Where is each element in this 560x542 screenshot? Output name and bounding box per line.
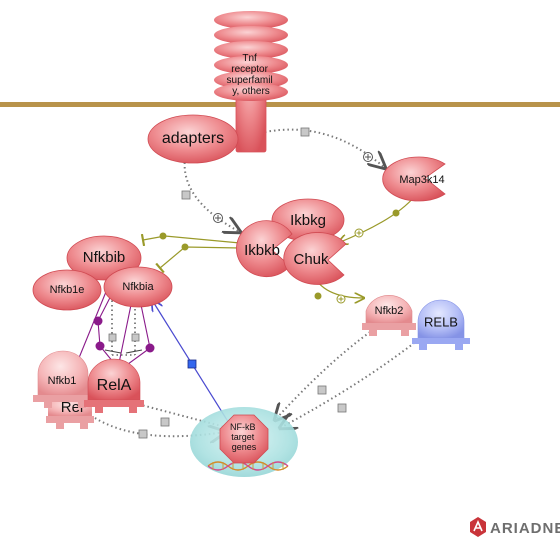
edge-node-square[interactable]	[181, 190, 191, 200]
adapters-label: adapters	[162, 130, 224, 147]
edge-node-dot[interactable]	[95, 341, 105, 351]
rel-label: Rel	[61, 399, 84, 416]
rela-label: RelA	[97, 377, 132, 394]
node-nfkbia[interactable]: Nfkbia	[103, 266, 173, 308]
node-nfkb1[interactable]: Nfkb1	[33, 350, 93, 408]
map3k14-label: Map3k14	[399, 174, 444, 186]
edge-node-dot[interactable]	[145, 343, 155, 353]
relb-label: RELB	[424, 314, 458, 329]
target-label-line: genes	[232, 442, 257, 452]
node-map3k14[interactable]: Map3k14	[382, 156, 446, 202]
ariadne-logo-icon	[470, 517, 486, 537]
edge-node-square[interactable]	[108, 333, 117, 342]
complex-bracket	[104, 349, 143, 354]
edge-node-dot[interactable]	[314, 292, 322, 300]
nfkbia-label: Nfkbia	[122, 281, 154, 293]
target-label-line: target	[231, 432, 255, 442]
node-rela[interactable]: RelA	[84, 358, 144, 413]
node-nfkb1e[interactable]: Nfkb1e	[32, 269, 102, 311]
node-adapters[interactable]: adapters	[147, 114, 239, 164]
ikbkb-label: Ikbkb	[244, 242, 280, 259]
edge-ikk-nfkbia[interactable]	[155, 246, 241, 274]
edge-adapters-map3k14[interactable]	[264, 128, 385, 168]
nfkbib-label: Nfkbib	[83, 249, 126, 266]
edge-node-square[interactable]	[300, 127, 310, 137]
cell-membrane	[0, 102, 560, 107]
node-chuk[interactable]: Chuk	[283, 232, 347, 285]
edge-node-square[interactable]	[187, 359, 197, 369]
nfkb1e-label: Nfkb1e	[50, 284, 85, 296]
edge-node-dot[interactable]	[181, 243, 189, 251]
node-ikbkb[interactable]: Ikbkb	[236, 220, 293, 278]
node-target-genes[interactable]: NF-kB target genes	[190, 407, 298, 477]
edge-node-dot[interactable]	[93, 316, 103, 326]
svg-text:NF-kB target genes: NF-kB target genes	[230, 422, 258, 452]
target-label-line: NF-kB	[230, 422, 256, 432]
receptor-label-line: Tnf	[242, 53, 257, 64]
edge-nfkb2-targets[interactable]	[275, 331, 371, 420]
edge-node-dot[interactable]	[159, 232, 167, 240]
receptor-label-line: superfamil	[227, 75, 273, 86]
edge-node-dot[interactable]	[392, 209, 400, 217]
receptor-label-line: receptor	[231, 64, 268, 75]
node-relb[interactable]: RELB	[412, 299, 470, 350]
receptor-label-line: y, others	[232, 86, 270, 97]
ariadne-logo-text: ARIADNE	[490, 520, 560, 537]
edge-ikk-nfkbib[interactable]	[140, 233, 241, 247]
edge-adapters-ikbkb[interactable]	[183, 157, 240, 232]
edge-map3k14-chuk[interactable]	[338, 195, 416, 243]
plus-icon	[354, 228, 364, 238]
ariadne-logo: ARIADNE	[470, 517, 560, 537]
plus-icon	[363, 152, 373, 162]
svg-text:Tnf receptor super: Tnf receptor superfamil y, others	[227, 53, 276, 97]
dna-helix-icon	[207, 461, 289, 471]
nfkb2-label: Nfkb2	[375, 305, 404, 317]
ikbkg-label: Ikbkg	[290, 212, 326, 229]
node-receptor[interactable]: Tnf receptor superfamil y, others	[214, 11, 288, 153]
edge-node-square[interactable]	[138, 429, 148, 439]
complex-binding-lines[interactable]	[71, 281, 151, 376]
nfkb1-label: Nfkb1	[48, 375, 77, 387]
node-nfkb2[interactable]: Nfkb2	[362, 294, 416, 336]
plus-icon	[336, 294, 346, 304]
plus-icon	[213, 213, 223, 223]
chuk-label: Chuk	[293, 251, 329, 268]
complex-dissociation-lines[interactable]	[111, 296, 136, 356]
edge-relb-targets[interactable]	[280, 339, 419, 428]
edge-node-square[interactable]	[317, 385, 327, 395]
edge-node-square[interactable]	[337, 403, 347, 413]
edge-node-square[interactable]	[160, 417, 170, 427]
edge-node-square[interactable]	[131, 333, 140, 342]
